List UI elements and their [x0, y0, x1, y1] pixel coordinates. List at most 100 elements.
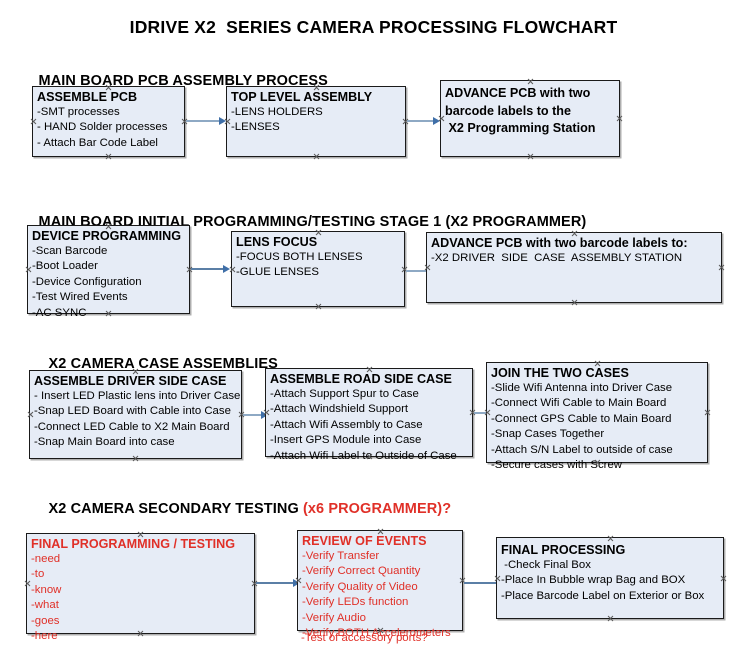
node-line: -to	[31, 568, 45, 581]
connection-handle-bottom[interactable]	[315, 303, 322, 310]
node-line: -LENSES	[231, 121, 280, 134]
arrow-shaft	[406, 270, 432, 272]
node-line: - HAND Solder processes	[37, 121, 168, 134]
page-title: IDRIVE X2 SERIES CAMERA PROCESSING FLOWC…	[129, 17, 618, 37]
node-final-processing[interactable]: FINAL PROCESSING -Check Final Box -Place…	[496, 537, 724, 619]
arrow-head-icon	[261, 411, 268, 419]
node-line: - Insert LED Plastic lens into Driver Ca…	[34, 390, 241, 402]
connection-handle-left[interactable]	[25, 266, 32, 273]
node-line: -Secure cases with Screw	[491, 459, 623, 472]
node-line: -Attach Windshield Support	[270, 403, 409, 416]
connection-handle-bottom[interactable]	[313, 153, 320, 160]
node-top-level-assembly[interactable]: TOP LEVEL ASSEMBLY -LENS HOLDERS -LENSES	[226, 86, 406, 157]
node-line: -Attach Wifi Assembly to Case	[270, 418, 423, 431]
node-heading: ASSEMBLE PCB	[37, 90, 138, 104]
node-heading: ADVANCE PCB with two barcode labels to:	[431, 236, 688, 250]
arrow-shaft	[186, 120, 220, 122]
node-line: -Verify LEDs function	[302, 596, 409, 609]
node-heading: ASSEMBLE ROAD SIDE CASE	[270, 372, 452, 386]
node-advance-pcb-to-driver-side-case[interactable]: ADVANCE PCB with two barcode labels to: …	[426, 232, 722, 303]
node-lens-focus[interactable]: LENS FOCUS -FOCUS BOTH LENSES -GLUE LENS…	[231, 231, 405, 307]
node-line: -goes	[31, 614, 60, 627]
node-line: -Attach Wifi Label to Outside of Case	[270, 449, 457, 462]
connection-handle-bottom[interactable]	[527, 153, 534, 160]
node-line: -Test Wired Events	[32, 291, 128, 304]
arrow-assemble-pcb-to-top-level-assembly	[186, 116, 227, 126]
node-heading: DEVICE PROGRAMMING	[32, 229, 182, 243]
node-heading: FINAL PROCESSING	[501, 543, 626, 557]
connection-handle-bottom[interactable]	[571, 299, 578, 306]
node-line: -FOCUS BOTH LENSES	[236, 251, 363, 263]
node-line: -GLUE LENSES	[236, 266, 319, 279]
node-line: - Attach Bar Code Label	[37, 136, 158, 149]
node-heading: FINAL PROGRAMMING / TESTING	[31, 537, 236, 551]
connection-handle-top[interactable]	[527, 78, 534, 85]
node-line: -Verify Audio	[302, 611, 366, 624]
node-review-of-events[interactable]: REVIEW OF EVENTS -Verify Transfer -Verif…	[297, 530, 463, 639]
node-assemble-driver-side-case[interactable]: ASSEMBLE DRIVER SIDE CASE - Insert LED P…	[29, 370, 242, 459]
connection-handle-top[interactable]	[607, 535, 614, 542]
node-final-programming-testing[interactable]: FINAL PROGRAMMING / TESTING -need -to -k…	[24, 533, 255, 642]
node-line: -Verify Correct Quantity	[302, 565, 421, 578]
node-line: -Connect LED Cable to X2 Main Board	[34, 420, 230, 433]
node-device-programming[interactable]: DEVICE PROGRAMMING -Scan Barcode -Boot L…	[25, 225, 190, 319]
node-line: -LENS HOLDERS	[231, 106, 323, 118]
node-line: -Attach Support Spur to Case	[270, 388, 419, 400]
node-line: -Scan Barcode	[32, 245, 108, 257]
arrow-shaft	[464, 582, 497, 584]
arrow-shaft	[407, 120, 434, 122]
connection-handle-left[interactable]	[27, 411, 34, 418]
node-line: -Check Final Box	[501, 559, 591, 571]
node-heading: TOP LEVEL ASSEMBLY	[231, 90, 373, 104]
arrow-head-icon	[223, 265, 230, 273]
arrow-device-programming-to-lens-focus	[191, 264, 231, 274]
arrow-head-icon	[433, 117, 440, 125]
node-assemble-pcb[interactable]: ASSEMBLE PCB -SMT processes - HAND Solde…	[32, 86, 185, 157]
node-line: -Slide Wifi Antenna into Driver Case	[491, 382, 673, 394]
node-heading: JOIN THE TWO CASES	[491, 366, 629, 380]
node-line: -Snap Main Board into case	[34, 436, 175, 449]
node-line: -Verify Quality of Video	[302, 580, 418, 593]
node-line: -Snap Cases Together	[491, 428, 605, 441]
node-assemble-road-side-case[interactable]: ASSEMBLE ROAD SIDE CASE -Attach Support …	[265, 368, 473, 462]
node-line: -Verify Transfer	[302, 550, 380, 562]
node-line: -need	[31, 553, 61, 565]
connection-handle-bottom[interactable]	[607, 615, 614, 622]
node-line: -what	[31, 599, 59, 612]
section-title-text: X2 CAMERA CASE ASSEMBLIES	[48, 356, 278, 372]
node-heading: ASSEMBLE DRIVER SIDE CASE	[34, 374, 227, 388]
node-line: -Device Configuration	[32, 275, 142, 288]
arrow-shaft	[474, 412, 491, 414]
node-line: -know	[31, 583, 62, 596]
section-title-x2-camera-secondary-testing: X2 CAMERA SECONDARY TESTING (x6 PROGRAMM…	[32, 485, 452, 533]
arrow-head-icon	[293, 579, 300, 587]
node-line: -Place In Bubble wrap Bag and BOX	[501, 574, 686, 587]
node-join-the-two-cases[interactable]: JOIN THE TWO CASES -Slide Wifi Antenna i…	[486, 362, 708, 471]
node-line: -Boot Loader	[32, 260, 98, 273]
node-heading: ADVANCE PCB with two barcode labels to t…	[445, 86, 596, 135]
arrow-shaft	[256, 582, 294, 584]
node-line: -Connect GPS Cable to Main Board	[491, 412, 672, 425]
node-line: -Snap LED Board with Cable into Case	[34, 405, 231, 418]
section-title-text: MAIN BOARD PCB ASSEMBLY PROCESS	[38, 73, 328, 89]
node-line: -Verify BOTH Accelerometers	[302, 627, 451, 640]
node-line: -Place Barcode Label on Exterior or Box	[501, 589, 705, 602]
node-heading: REVIEW OF EVENTS	[302, 534, 427, 548]
node-advance-pcb-to-programming-station[interactable]: ADVANCE PCB with two barcode labels to t…	[440, 80, 620, 157]
section-title-main-board-pcb-assembly: MAIN BOARD PCB ASSEMBLY PROCESS	[22, 57, 328, 105]
connection-handle-left[interactable]	[30, 118, 37, 125]
node-overflow-line-review-of-events: -Test of accessory ports?	[301, 632, 428, 644]
node-line: -X2 DRIVER SIDE CASE ASSEMBLY STATION	[431, 252, 683, 264]
connection-handle-left[interactable]	[24, 580, 31, 587]
arrow-top-level-assembly-to-advance-pcb	[407, 116, 441, 126]
node-heading: LENS FOCUS	[236, 235, 318, 249]
arrow-driver-side-case-to-road-side-case	[243, 410, 269, 420]
connection-handle-bottom[interactable]	[132, 455, 139, 462]
arrow-shaft	[243, 414, 262, 416]
connection-handle-bottom[interactable]	[105, 153, 112, 160]
node-line: -SMT processes	[37, 106, 120, 118]
section-title-text: X2 CAMERA SECONDARY TESTING	[48, 501, 303, 517]
node-line: -Attach S/N Label to outside of case	[491, 443, 673, 456]
arrow-shaft	[191, 268, 224, 270]
